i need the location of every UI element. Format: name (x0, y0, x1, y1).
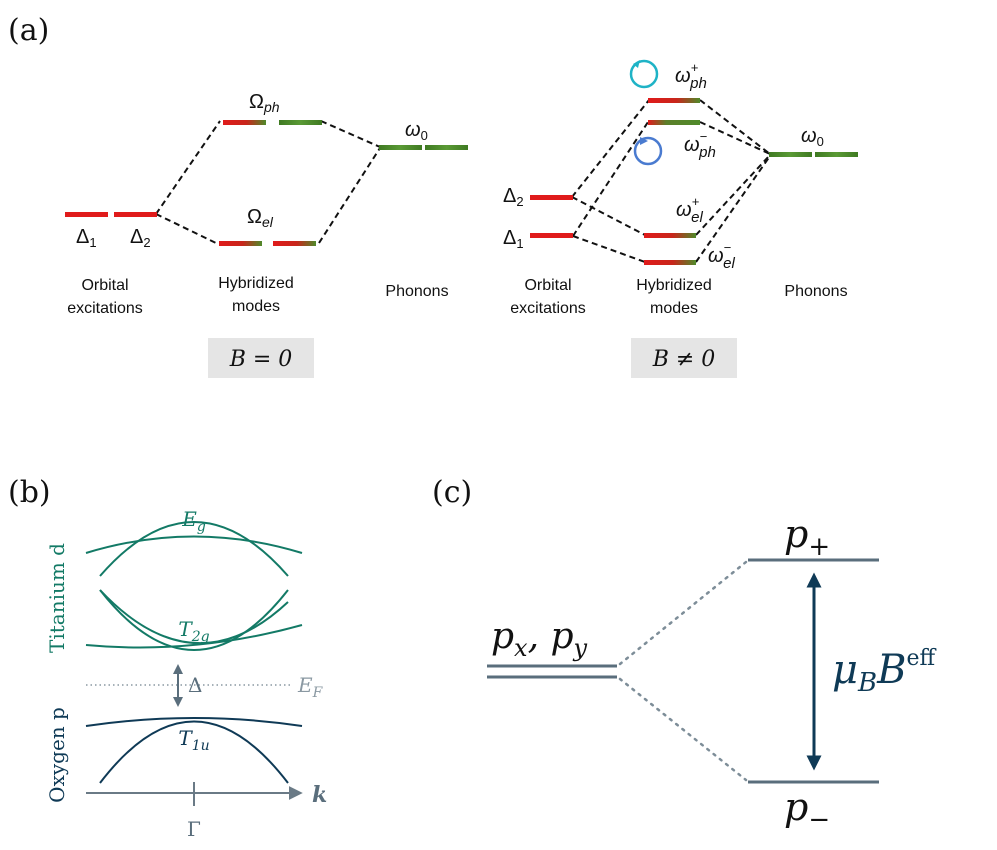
right-dashed-connections (571, 99, 771, 263)
level-omega0-b (425, 145, 468, 150)
col-hybrid-right-line2: modes (650, 300, 698, 317)
col-orbital-line1: Orbital (81, 277, 128, 294)
panel-a-right: Δ2 Δ1 ω+ph ω−ph ω+el ω−el ω0 Orbital exc… (503, 59, 858, 378)
delta-gap-label: Δ (188, 673, 202, 697)
label-delta2-right: Δ2 (503, 185, 524, 209)
label-mu-b-beff: μBBeff (832, 646, 937, 698)
level-omega-el-a (219, 241, 262, 246)
panel-b-tag: (b) (8, 475, 51, 510)
label-p-minus: p− (784, 785, 830, 835)
label-omega-ph-plus: ω+ph (675, 60, 707, 92)
condition-b-zero: B = 0 (229, 347, 293, 372)
label-delta1-right: Δ1 (503, 227, 524, 251)
label-delta1: Δ1 (76, 226, 97, 250)
col-phonons-right: Phonons (784, 283, 847, 300)
level-delta2-split (530, 195, 573, 200)
label-pxpy: px, py (491, 616, 588, 662)
label-omega-ph: Ωph (249, 91, 280, 115)
connector-lower (618, 677, 748, 782)
oxygen-p-label: Oxygen p (45, 707, 69, 803)
t2g-bands (85, 589, 303, 651)
level-omega-ph-plus (648, 98, 700, 103)
level-omega0-a (379, 145, 422, 150)
circular-arrow-cw-icon (629, 59, 659, 89)
condition-b-nonzero: B ≠ 0 (652, 347, 716, 372)
level-omega-el-plus (644, 233, 696, 238)
label-omega-el-plus: ω+el (676, 194, 704, 226)
col-hybrid-line2: modes (232, 298, 280, 315)
col-hybrid-line1: Hybridized (218, 275, 294, 292)
titanium-d-label: Titanium d (45, 543, 69, 653)
eg-label: Eg (181, 507, 206, 535)
condition-box-right (631, 338, 737, 378)
circular-arrow-ccw-icon (633, 136, 663, 166)
eg-bands (85, 521, 303, 577)
level-omega-ph-minus (648, 120, 700, 125)
level-omega0-right-a (769, 152, 812, 157)
level-omega-ph-b (279, 120, 322, 125)
left-dashed-connections (155, 120, 381, 244)
label-omega-el: Ωel (247, 206, 274, 230)
panel-a: (a) Δ1 Δ2 Ωph Ωel (8, 13, 858, 378)
panel-c-tag: (c) (432, 475, 472, 510)
col-orbital-right-line1: Orbital (524, 277, 571, 294)
t2g-label: T2g (178, 617, 209, 645)
panel-b: (b) Titanium d Oxygen p Eg T2g T1u (8, 475, 327, 841)
label-omega0: ω0 (405, 119, 428, 143)
k-axis-label: k (312, 782, 327, 808)
level-omega-el-b (273, 241, 316, 246)
col-orbital-line2: excitations (67, 300, 143, 317)
level-delta1-split (530, 233, 573, 238)
level-omega-ph-a (223, 120, 266, 125)
label-delta2: Δ2 (130, 226, 151, 250)
col-phonons: Phonons (385, 283, 448, 300)
level-delta2 (114, 212, 157, 217)
label-omega0-right: ω0 (801, 125, 824, 149)
fermi-label: EF (297, 673, 324, 701)
panel-c: (c) p+ px, py p− μBBeff (432, 475, 937, 835)
level-omega-el-minus (644, 260, 696, 265)
gamma-label: Γ (187, 817, 201, 841)
panel-a-tag: (a) (8, 13, 49, 48)
panel-a-left: Δ1 Δ2 Ωph Ωel ω0 Orbital excitations Hyb… (65, 91, 468, 378)
col-orbital-right-line2: excitations (510, 300, 586, 317)
col-hybrid-right-line1: Hybridized (636, 277, 712, 294)
label-p-plus: p+ (784, 512, 830, 562)
level-delta1 (65, 212, 108, 217)
connector-upper (618, 560, 748, 666)
label-omega-el-minus: ω−el (708, 240, 736, 272)
t1u-bands (85, 717, 303, 784)
label-omega-ph-minus: ω−ph (684, 129, 716, 161)
condition-box-left (208, 338, 314, 378)
t1u-label: T1u (178, 726, 209, 754)
level-omega0-right-b (815, 152, 858, 157)
